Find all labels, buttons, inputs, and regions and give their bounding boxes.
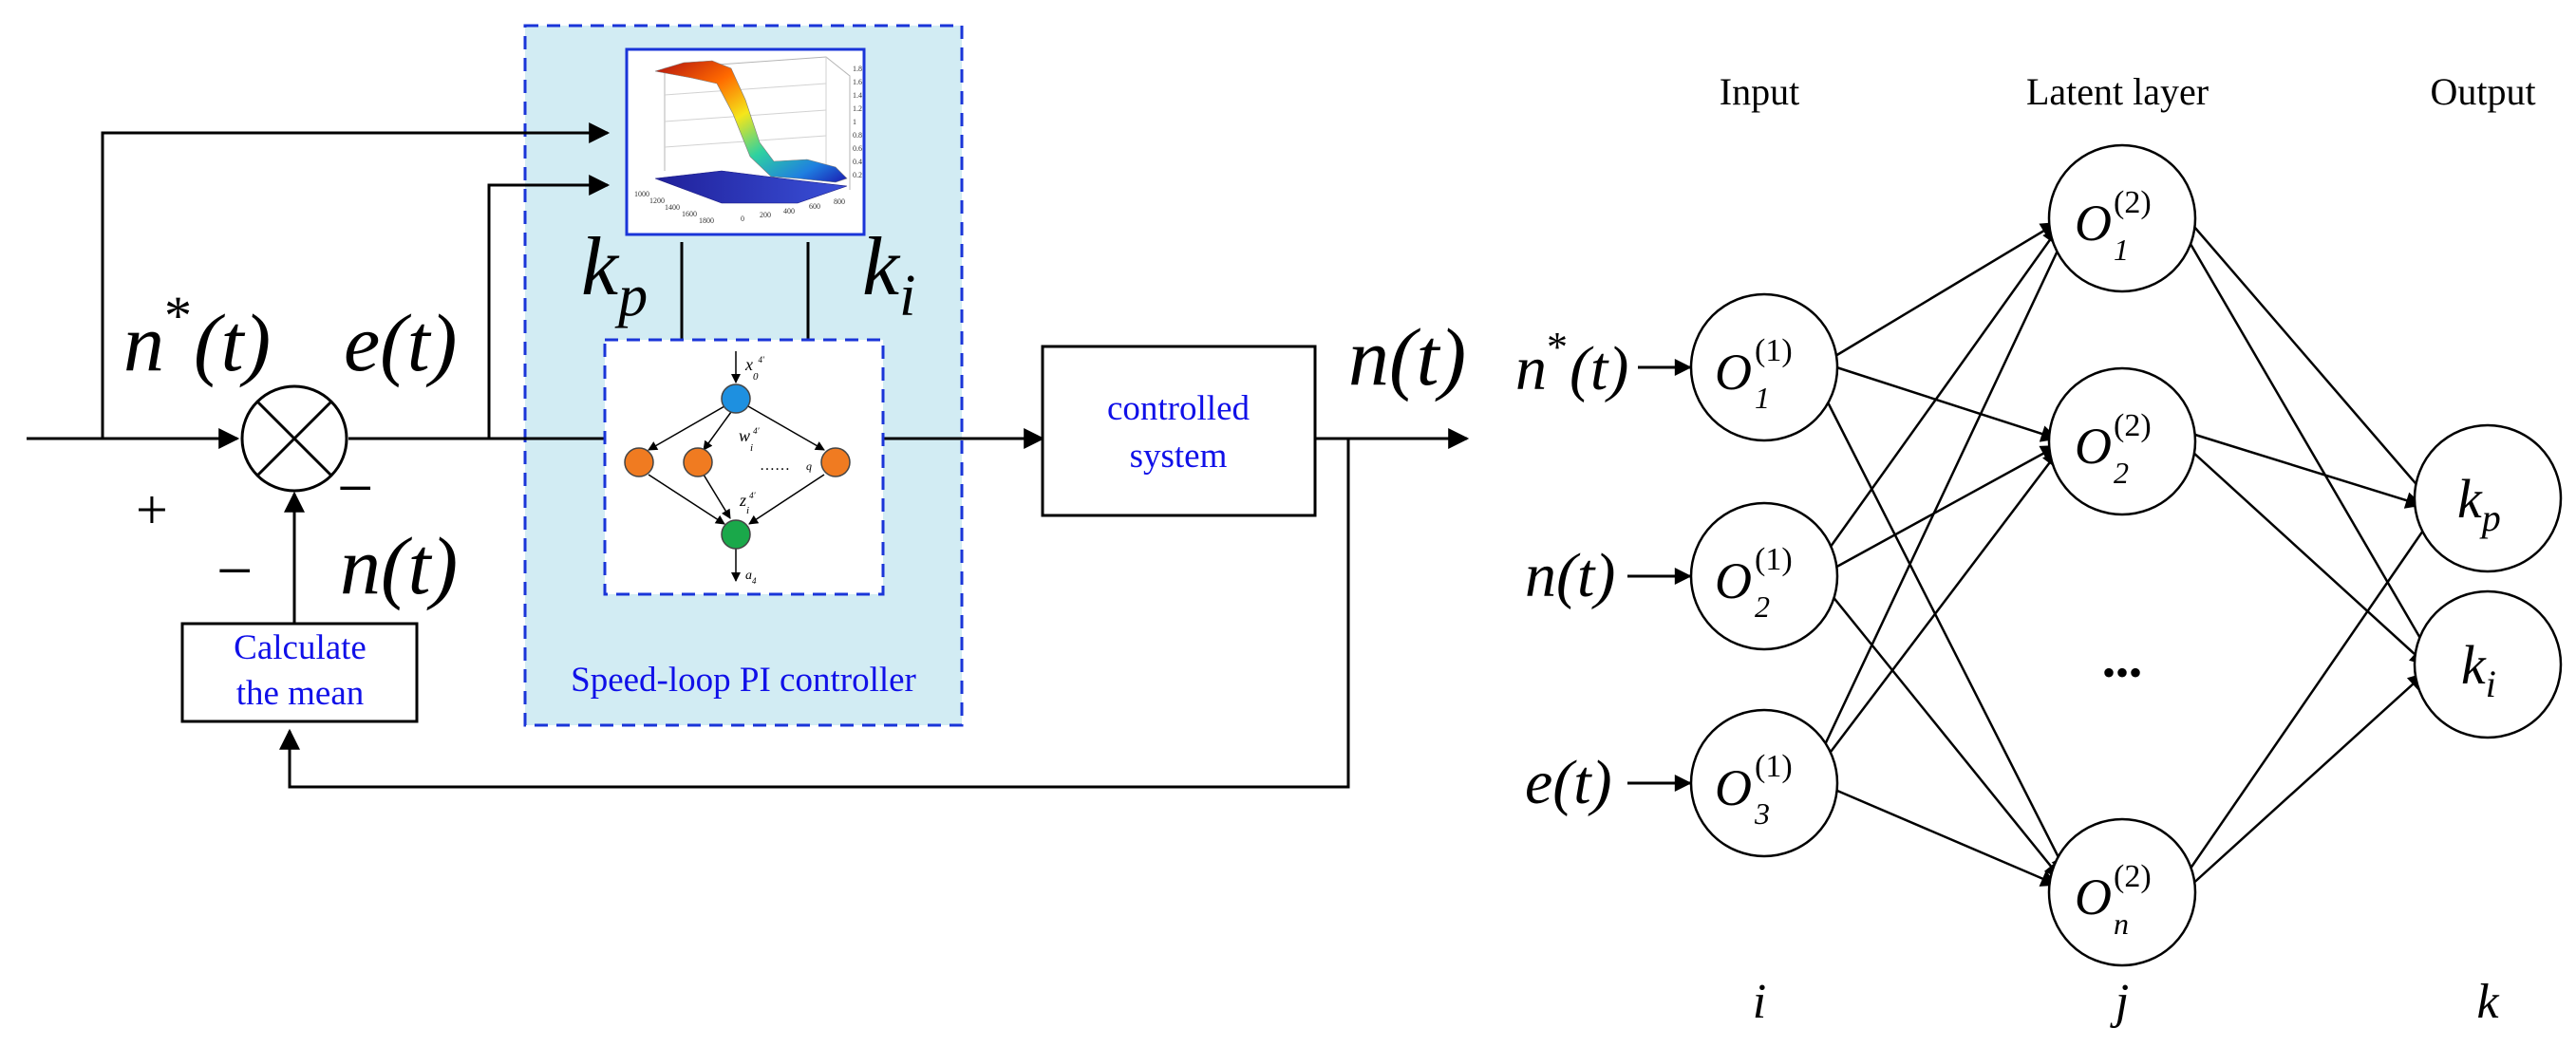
svg-text:0.2: 0.2 <box>853 171 862 179</box>
output-speed-label: n(t) <box>1348 311 1466 402</box>
svg-text:600: 600 <box>809 202 820 211</box>
surface-axis-front-ticks: 0 200 400 600 800 <box>741 197 845 223</box>
svg-text:1.4: 1.4 <box>853 91 862 100</box>
svg-text:3: 3 <box>1754 796 1770 831</box>
index-k: k <box>2476 975 2499 1029</box>
mini-z-label: zi4′ <box>739 491 757 516</box>
hidden-node-1: O 1 (2) <box>2047 143 2197 293</box>
ki-gain-label: ki <box>862 221 915 328</box>
input-hidden-edges <box>1819 221 2068 887</box>
hidden-node-2: O 2 (2) <box>2047 366 2197 516</box>
svg-text:kp: kp <box>2457 468 2501 539</box>
kp-gain-label: kp <box>581 221 648 328</box>
sum-minus-bottom-sign: − <box>216 534 253 607</box>
mini-hidden-node-3 <box>820 447 851 477</box>
svg-text:ki: ki <box>2461 634 2496 705</box>
svg-text:1: 1 <box>1755 381 1770 415</box>
svg-text:O: O <box>1715 759 1752 816</box>
svg-text:2: 2 <box>1755 589 1770 624</box>
svg-text:0.8: 0.8 <box>853 131 862 140</box>
svg-text:(1): (1) <box>1755 542 1793 577</box>
output-node-ki: ki <box>2413 589 2563 739</box>
error-to-surface-line <box>487 175 611 439</box>
svg-text:800: 800 <box>834 197 845 206</box>
column-title-latent: Latent layer <box>2026 70 2209 113</box>
svg-text:O: O <box>1715 344 1752 401</box>
error-label: e(t) <box>344 297 457 388</box>
controlled-system-line1: controlled <box>1107 389 1250 428</box>
svg-text:0.6: 0.6 <box>853 144 862 153</box>
input-node-3: O 3 (1) <box>1689 708 1839 858</box>
speed-loop-controller-label: Speed-loop PI controller <box>571 661 916 700</box>
summing-junction <box>240 384 348 493</box>
reference-speed-label: n*(t) <box>123 285 271 388</box>
svg-text:(2): (2) <box>2114 408 2152 443</box>
mini-a-label: a4 <box>745 569 757 586</box>
mini-x-label: x04′ <box>744 355 765 383</box>
mini-hidden-node-1 <box>624 447 654 477</box>
feedback-path-line <box>279 439 1350 789</box>
svg-text:1: 1 <box>853 118 856 126</box>
hidden-node-n: O n (2) <box>2047 817 2197 967</box>
neural-network: Input Latent layer Output <box>1515 70 2563 1029</box>
controlled-system-block <box>1041 345 1317 517</box>
output-node-kp: kp <box>2413 423 2563 573</box>
mini-q-label: q <box>806 459 812 473</box>
svg-text:(1): (1) <box>1755 333 1793 368</box>
svg-text:O: O <box>2075 195 2112 252</box>
calculate-mean-line2: the mean <box>236 674 365 713</box>
calculate-mean-line1: Calculate <box>234 628 367 667</box>
input-node-2: O 2 (1) <box>1689 501 1839 651</box>
svg-text:1000: 1000 <box>634 190 649 198</box>
sum-plus-sign: + <box>136 478 168 541</box>
svg-text:1: 1 <box>2114 233 2129 267</box>
mini-dots: …… <box>760 458 790 474</box>
svg-text:1200: 1200 <box>649 196 665 205</box>
svg-text:(2): (2) <box>2114 185 2152 220</box>
svg-text:2: 2 <box>2114 456 2129 490</box>
reference-to-surface-line <box>101 122 611 439</box>
svg-text:O: O <box>2075 869 2112 925</box>
input-label-3: e(t) <box>1525 748 1612 817</box>
mini-input-node <box>721 383 751 414</box>
svg-text:(2): (2) <box>2114 859 2152 894</box>
svg-text:200: 200 <box>760 211 771 219</box>
surface-axis-left-ticks: 1000 1200 1400 1600 1800 <box>634 190 714 225</box>
column-title-input: Input <box>1720 70 1799 113</box>
input-node-1: O 1 (1) <box>1689 292 1839 442</box>
hidden-ellipsis: ••• <box>2102 651 2142 694</box>
input-label-2: n(t) <box>1525 541 1615 610</box>
svg-text:O: O <box>2075 418 2112 475</box>
feedback-speed-label: n(t) <box>340 520 458 611</box>
svg-text:0: 0 <box>741 215 744 223</box>
sum-minus-top-sign: − <box>337 452 373 524</box>
svg-text:0.4: 0.4 <box>853 158 862 166</box>
mini-hidden-node-2 <box>683 447 713 477</box>
svg-text:1600: 1600 <box>682 210 697 218</box>
controlled-system-line2: system <box>1130 437 1228 476</box>
mini-w-label: wi4′ <box>739 426 761 454</box>
column-title-output: Output <box>2430 70 2535 113</box>
svg-text:O: O <box>1715 552 1752 609</box>
svg-text:1.2: 1.2 <box>853 104 862 113</box>
svg-text:1.8: 1.8 <box>853 65 862 73</box>
index-j: j <box>2110 975 2129 1029</box>
surface-axis-right-ticks: 1.8 1.6 1.4 1.2 1 0.8 0.6 0.4 0.2 <box>853 65 862 179</box>
mini-output-node <box>721 519 751 550</box>
index-i: i <box>1753 975 1766 1029</box>
hidden-output-edges <box>2182 219 2440 888</box>
svg-text:400: 400 <box>783 207 795 215</box>
control-loop: + − − n*(t) e(t) n(t) n(t) kp ki Calcula… <box>27 24 1470 789</box>
input-label-1: n*(t) <box>1515 324 1628 403</box>
svg-text:1400: 1400 <box>665 203 680 212</box>
gain-surface-plot: 1.8 1.6 1.4 1.2 1 0.8 0.6 0.4 0.2 0 200 … <box>625 47 866 236</box>
svg-text:n: n <box>2114 907 2129 941</box>
mini-neural-network: x04′ wi4′ …… q zi4′ a4 <box>603 338 885 596</box>
svg-text:1800: 1800 <box>699 216 714 225</box>
calculate-mean-block <box>180 622 419 723</box>
svg-text:(1): (1) <box>1755 749 1793 784</box>
svg-text:1.6: 1.6 <box>853 78 862 86</box>
